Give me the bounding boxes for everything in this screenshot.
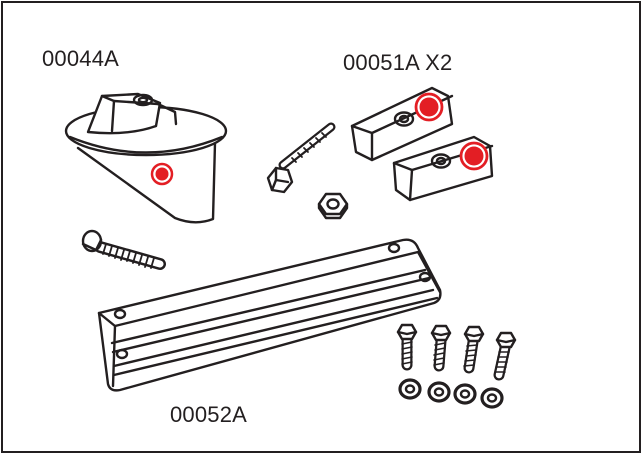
label-cone-anode: 00044A [42,46,120,71]
washer-icon [453,383,477,405]
washer-icon [427,381,451,403]
block-anode-icon [350,86,454,162]
bolt-icon [81,229,166,270]
cone-anode-icon [64,92,228,224]
bolt-icon [430,324,452,372]
washer-icon [398,378,422,400]
label-bar-anode: 00052A [170,402,248,427]
hex-nut-icon [317,192,349,220]
bolt-icon [463,325,485,374]
label-block-anode: 00051A X2 [343,50,453,75]
bolt-icon [396,323,418,371]
bolt-icon [493,331,517,381]
bar-anode-icon [97,238,442,392]
washer-icon [480,387,504,409]
block-anode-icon [392,135,494,202]
bolt-icon [266,122,336,194]
